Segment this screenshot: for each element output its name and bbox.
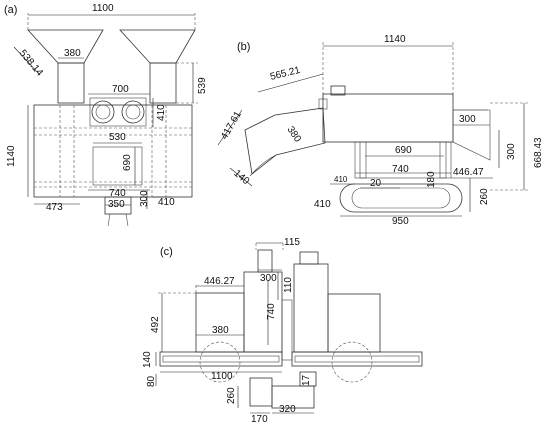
dim-410-top: 410 bbox=[156, 104, 167, 121]
left-chute bbox=[57, 62, 85, 104]
dim-c-492: 492 bbox=[150, 316, 161, 333]
panel-a-drawing: (a) 1100 538.14 380 539 700 bbox=[4, 3, 208, 227]
left-conveyor bbox=[159, 351, 283, 367]
dim-c-320: 320 bbox=[279, 404, 296, 415]
dim-b-380: 380 bbox=[285, 124, 304, 144]
dim-b-300-top: 300 bbox=[459, 114, 476, 125]
discharge-left bbox=[249, 377, 273, 407]
dim-417: 417.61 bbox=[219, 109, 244, 141]
dim-1140: 1140 bbox=[6, 145, 17, 167]
dim-410-bot: 410 bbox=[158, 197, 175, 208]
top-vent bbox=[330, 85, 346, 96]
left-roller bbox=[91, 100, 115, 124]
dim-539: 539 bbox=[197, 77, 208, 94]
dim-538: 538.14 bbox=[17, 48, 45, 79]
right-roller bbox=[121, 100, 145, 124]
dim-700: 700 bbox=[112, 84, 129, 95]
dim-c-110: 110 bbox=[283, 277, 294, 293]
dim-b-690: 690 bbox=[395, 145, 412, 156]
panel-c-drawing: (c) 115 300 110 740 446.27 bbox=[142, 237, 423, 425]
dim-c-740: 740 bbox=[266, 303, 277, 320]
dim-c-17: 17 bbox=[301, 374, 312, 386]
right-tower bbox=[293, 263, 329, 353]
dim-350: 350 bbox=[108, 199, 125, 210]
panel-a-label: (a) bbox=[4, 4, 17, 16]
top-vent-right bbox=[299, 251, 319, 265]
panel-b-drawing: (b) 1140 565.21 417.61 380 140 300 bbox=[217, 34, 544, 227]
dim-690: 690 bbox=[122, 154, 133, 171]
dim-740: 740 bbox=[109, 188, 126, 199]
dim-668: 668.43 bbox=[533, 137, 544, 168]
dim-b-446: 446.47 bbox=[453, 167, 484, 178]
dim-b-410-small: 410 bbox=[334, 175, 348, 184]
roller-housing bbox=[89, 97, 147, 127]
dim-b-260: 260 bbox=[479, 188, 490, 205]
dim-b-950: 950 bbox=[392, 216, 409, 227]
dim-c-170: 170 bbox=[251, 414, 268, 425]
dim-c-80: 80 bbox=[146, 375, 157, 387]
dim-c-260: 260 bbox=[226, 387, 237, 404]
dim-c-446: 446.27 bbox=[204, 276, 235, 287]
outlet bbox=[104, 196, 132, 215]
dim-b-410: 410 bbox=[314, 199, 331, 210]
dim-565: 565.21 bbox=[269, 65, 302, 83]
crawler-track bbox=[339, 183, 463, 213]
main-frame bbox=[33, 104, 193, 198]
left-box bbox=[195, 292, 245, 353]
dim-c-115: 115 bbox=[284, 237, 300, 248]
right-hopper bbox=[119, 29, 196, 64]
dim-c-1100: 1100 bbox=[211, 371, 233, 382]
panel-c-label: (c) bbox=[160, 246, 173, 258]
panel-b-label: (b) bbox=[237, 41, 250, 53]
right-box bbox=[327, 293, 381, 353]
main-box bbox=[322, 93, 454, 143]
dim-b-180: 180 bbox=[426, 171, 437, 188]
dim-c-300: 300 bbox=[260, 273, 277, 284]
top-vent-left bbox=[257, 249, 273, 273]
dim-1100: 1100 bbox=[92, 3, 114, 14]
dim-b-1140: 1140 bbox=[384, 34, 406, 45]
dim-530: 530 bbox=[109, 132, 126, 143]
feed-chute bbox=[244, 107, 326, 175]
dim-300: 300 bbox=[139, 190, 150, 207]
right-conveyor bbox=[291, 351, 423, 367]
dim-380: 380 bbox=[64, 48, 81, 59]
dim-c-380: 380 bbox=[212, 325, 229, 336]
dim-b-300-side: 300 bbox=[506, 143, 517, 160]
dim-b-20: 20 bbox=[370, 178, 382, 189]
inner-chamber bbox=[92, 146, 143, 186]
discharge-base bbox=[271, 385, 315, 409]
support-frame bbox=[354, 141, 452, 179]
dim-c-140: 140 bbox=[142, 351, 153, 368]
dim-b-740: 740 bbox=[392, 164, 409, 175]
dim-473: 473 bbox=[46, 202, 63, 213]
right-chute bbox=[149, 62, 177, 104]
side-hopper bbox=[452, 109, 491, 161]
